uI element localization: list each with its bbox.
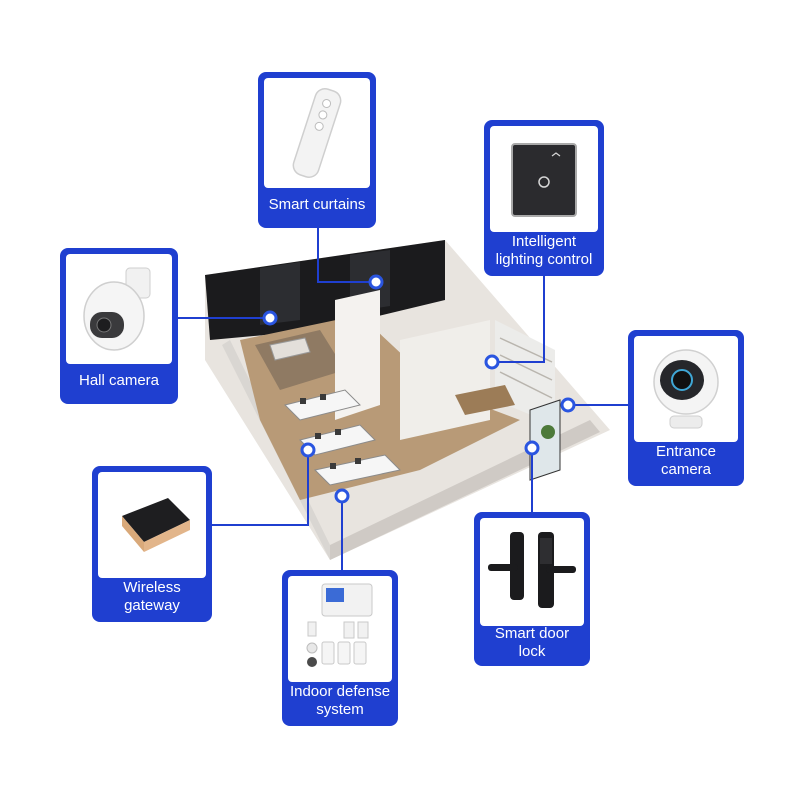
card-label: Entrance camera xyxy=(655,443,717,478)
marker-entrance-camera[interactable] xyxy=(560,397,576,413)
interior-wall-a xyxy=(335,290,380,420)
glass-door xyxy=(529,399,561,481)
gateway-hub-icon xyxy=(98,472,206,578)
card-indoor-defense[interactable]: Indoor defense system xyxy=(282,570,398,726)
marker-smart-door-lock[interactable] xyxy=(524,440,540,456)
alarm-kit-icon xyxy=(288,576,392,682)
marker-wireless-gateway[interactable] xyxy=(300,442,316,458)
card-label: Smart curtains xyxy=(268,196,366,213)
card-intelligent-lighting[interactable]: Intelligent lighting control xyxy=(484,120,604,276)
card-label: Wireless gateway xyxy=(123,579,181,614)
sofa xyxy=(269,337,311,361)
meeting-table xyxy=(455,385,515,415)
marker-indoor-defense[interactable] xyxy=(334,488,350,504)
interior-wall-b xyxy=(400,320,490,440)
curtain-remote-icon xyxy=(264,78,370,188)
connector-smart-curtains xyxy=(317,228,376,283)
card-label: Hall camera xyxy=(78,372,160,389)
card-hall-camera[interactable]: Hall camera xyxy=(60,248,178,404)
card-label: Intelligent lighting control xyxy=(495,233,593,268)
office-chairs xyxy=(300,394,361,469)
card-wireless-gateway[interactable]: Wireless gateway xyxy=(92,466,212,622)
connector-wireless-gateway xyxy=(212,450,309,526)
light-switch-icon xyxy=(490,126,598,232)
marker-hall-camera[interactable] xyxy=(262,310,278,326)
card-label: Indoor defense system xyxy=(289,683,391,718)
door-lock-icon xyxy=(480,518,584,626)
marker-intelligent-lighting[interactable] xyxy=(484,354,500,370)
marker-smart-curtains[interactable] xyxy=(368,274,384,290)
card-smart-door-lock[interactable]: Smart door lock xyxy=(474,512,590,666)
plant-2 xyxy=(541,425,555,439)
card-label: Smart door lock xyxy=(494,625,570,660)
window-glare xyxy=(260,262,300,325)
card-entrance-camera[interactable]: Entrance camera xyxy=(628,330,744,486)
plug-camera-icon xyxy=(66,254,172,364)
connector-intelligent-lighting xyxy=(492,276,545,363)
dome-camera-icon xyxy=(634,336,738,442)
card-smart-curtains[interactable]: Smart curtains xyxy=(258,72,376,228)
